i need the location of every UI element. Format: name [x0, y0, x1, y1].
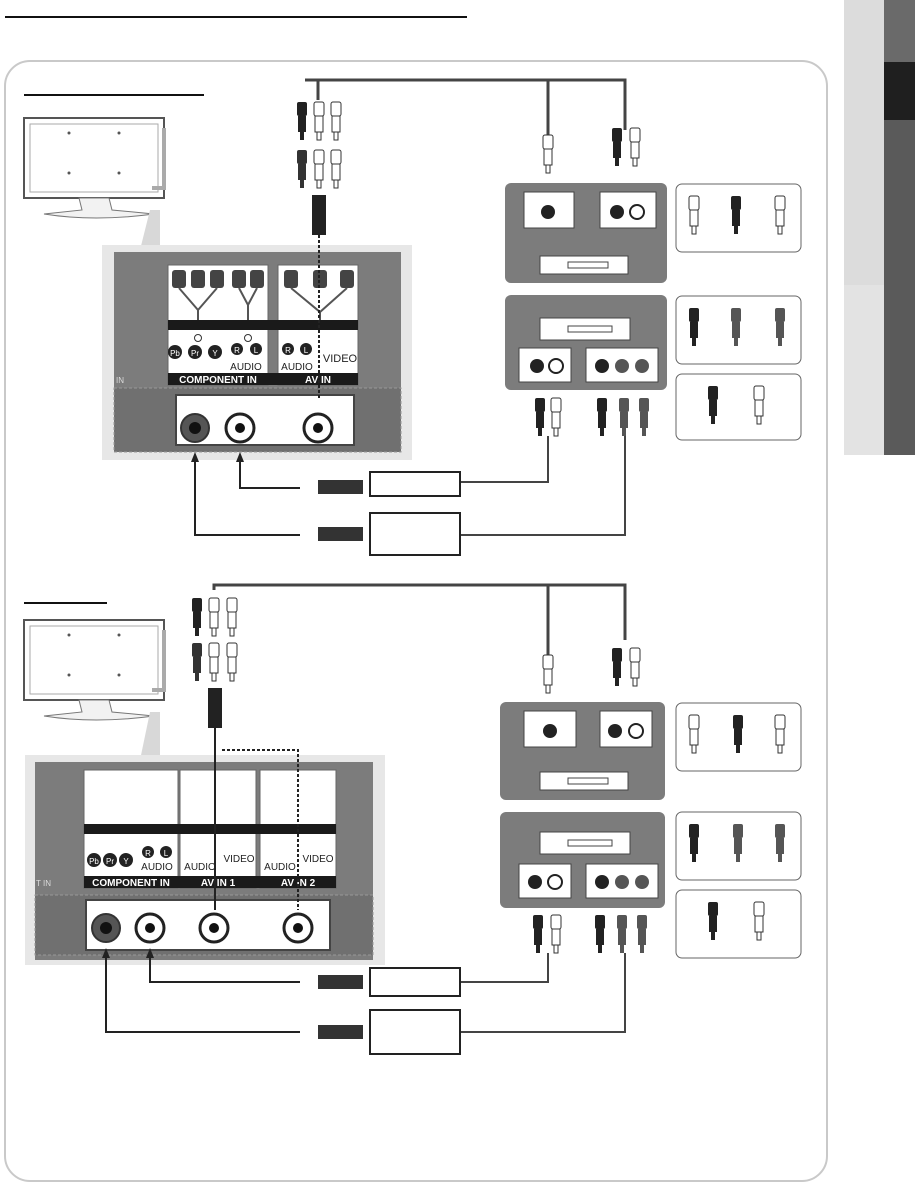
- audio-label-2: AUDIO: [281, 362, 313, 373]
- svg-text:L: L: [304, 346, 309, 355]
- av-in2-label: AV IN 2: [281, 878, 316, 889]
- pb-label-2: Pb: [89, 857, 99, 866]
- audio-label: AUDIO: [230, 362, 262, 373]
- tv-back-icon: [22, 116, 166, 220]
- rca-plug-icon: [297, 101, 342, 189]
- y-label: Y: [212, 349, 218, 358]
- dvd-player-icon: [539, 317, 631, 341]
- chapter-tab-light-lower: [844, 285, 884, 455]
- cable-legend-bottom: [675, 702, 802, 959]
- y-label-2: Y: [123, 857, 129, 866]
- diagram-frame: [4, 60, 828, 1182]
- tv-back-icon-2: [22, 618, 166, 722]
- video-label-b2: VIDEO: [302, 854, 333, 865]
- edge-label: IN: [116, 376, 124, 385]
- cable-legend-top: [675, 183, 802, 441]
- pr-label: Pr: [191, 349, 199, 358]
- section-title-rule: [5, 16, 467, 18]
- component-in-label: COMPONENT IN: [179, 375, 257, 386]
- vcr-icon: [539, 255, 629, 275]
- chapter-tab-current: [884, 62, 915, 120]
- video-label-b1: VIDEO: [223, 854, 254, 865]
- edge-label-2: T IN: [36, 879, 51, 888]
- zoom-wedge: [140, 210, 160, 250]
- component-in-label-2: COMPONENT IN: [92, 878, 170, 889]
- video-label: VIDEO: [323, 353, 358, 365]
- l-label-2: L: [164, 849, 169, 858]
- l-label: L: [254, 346, 259, 355]
- 3-5mm-jack-icon: [312, 195, 326, 235]
- svg-text:R: R: [285, 346, 291, 355]
- heading-underline-1: [24, 94, 204, 96]
- audio-label-b2: AUDIO: [184, 862, 216, 873]
- chapter-tab-dark: [884, 0, 915, 62]
- pb-label: Pb: [170, 349, 180, 358]
- pr-label-2: Pr: [106, 857, 114, 866]
- r-label-2: R: [145, 849, 151, 858]
- audio-label-b1: AUDIO: [141, 862, 173, 873]
- audio-label-b3: AUDIO: [264, 862, 296, 873]
- av-in1-label: AV IN 1: [201, 878, 236, 889]
- heading-underline-2: [24, 602, 107, 604]
- r-label: R: [234, 346, 240, 355]
- chapter-tab-lower: [884, 120, 915, 455]
